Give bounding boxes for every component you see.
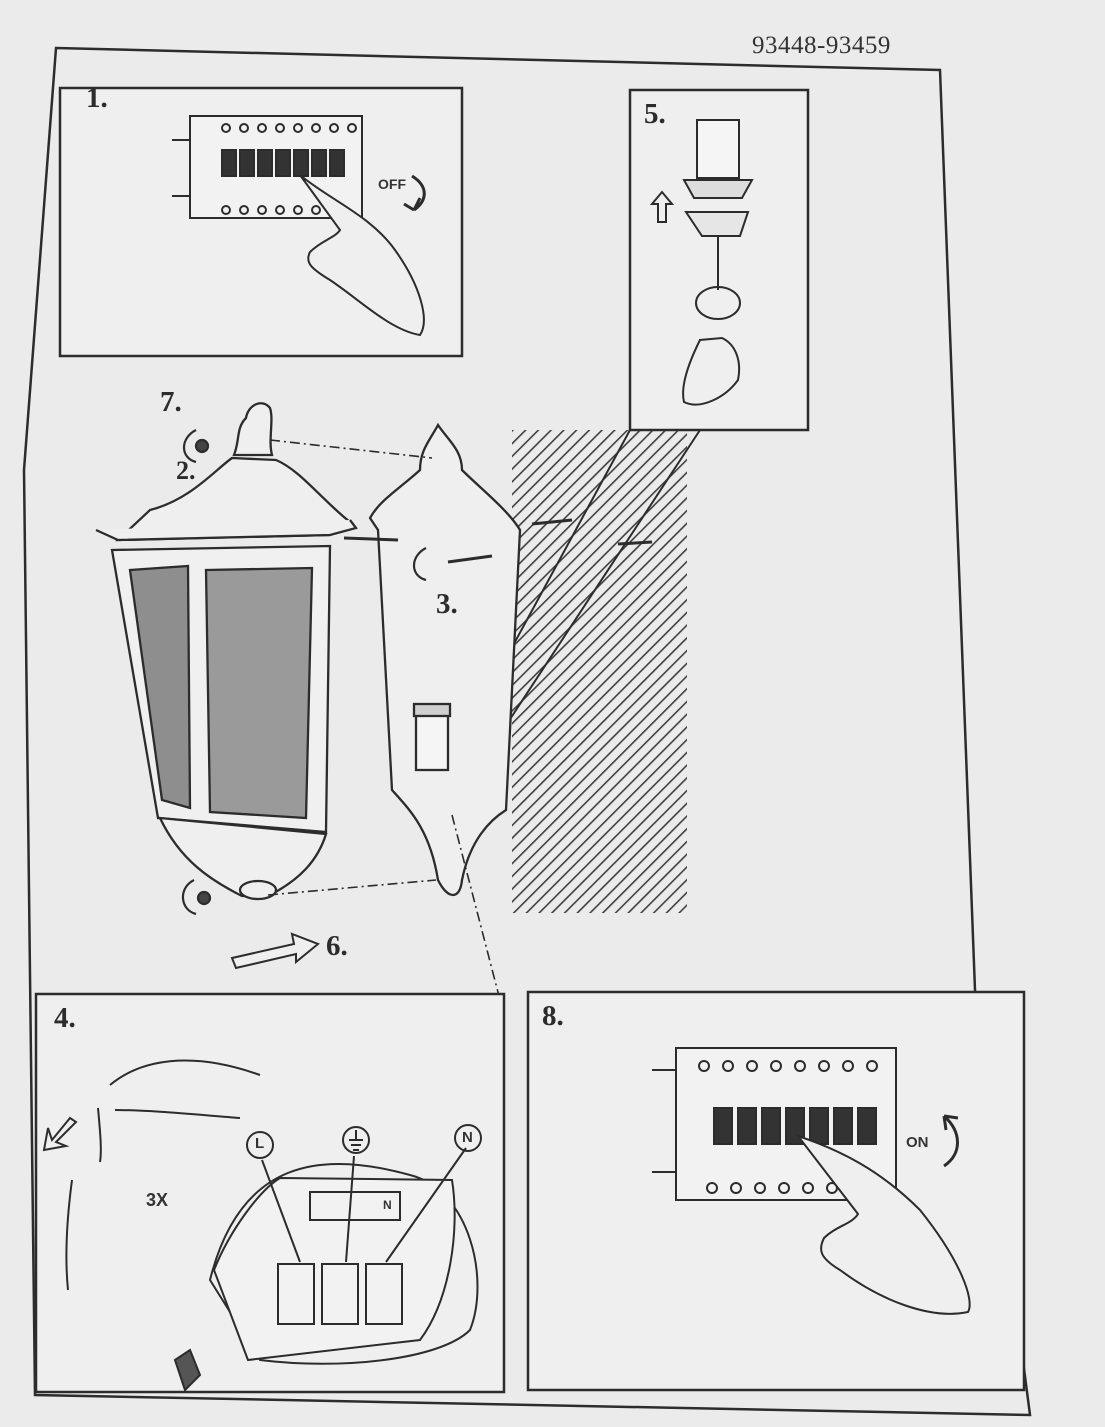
right-arrow-icon [230, 932, 320, 970]
step-3-number: 3. [436, 588, 458, 620]
wall-bracket-illustration [368, 422, 522, 897]
off-label: OFF [378, 176, 406, 192]
neutral-terminal-label: N [462, 1129, 473, 1146]
model-number: 93448-93459 [752, 32, 891, 59]
step-8-number: 8. [542, 1000, 564, 1032]
step-5-number: 5. [644, 98, 666, 130]
breaker-off-illustration [172, 115, 425, 337]
mounting-screws [343, 518, 653, 564]
bulb-holder-illustration [682, 119, 754, 406]
down-left-arrow-icon [42, 1116, 78, 1152]
breaker-on-illustration [652, 1047, 971, 1315]
outer-frame [22, 46, 1032, 1417]
hand-on [795, 1134, 971, 1315]
alignment-guides [267, 439, 501, 1001]
off-arrow-icon [403, 174, 426, 212]
step-7-number: 7. [160, 386, 182, 418]
hand-screwdriver [682, 336, 741, 406]
step-2-number: 2. [176, 456, 196, 485]
hand-off [299, 174, 425, 337]
wiring-illustration [65, 1059, 482, 1392]
three-times-label: 3X [146, 1190, 169, 1210]
lantern-illustration [95, 402, 358, 901]
step-6-number: 6. [326, 930, 348, 962]
terminal-block-neutral-label: N [383, 1198, 392, 1212]
wall [512, 430, 687, 913]
on-arrow-icon [942, 1114, 959, 1168]
step-4-number: 4. [54, 1002, 76, 1034]
rotate-screw-icon [181, 429, 427, 916]
step-1-number: 1. [86, 82, 108, 114]
up-arrow-icon [649, 190, 675, 223]
live-terminal-label: L [255, 1135, 265, 1152]
on-label: ON [906, 1134, 929, 1151]
